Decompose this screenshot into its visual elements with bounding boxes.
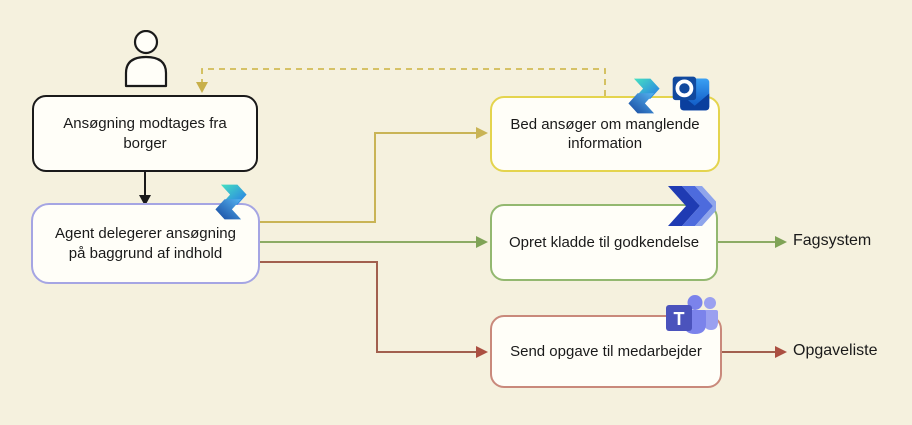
node-create-draft-label: Opret kladde til godkendelse [508,233,700,251]
teams-icon: T [666,295,718,334]
power-automate-icon [668,186,716,226]
node-application-received[interactable]: Ansøgning modtages fra borger [32,95,258,172]
connector-task-to-opgaveliste [722,346,787,358]
copilot-icon [215,184,247,220]
output-opgaveliste-label: Opgaveliste [793,342,878,359]
person-icon [124,30,168,88]
node-send-task-label: Send opgave til medarbejder [510,342,702,360]
outlook-icon [672,76,710,111]
node-ask-missing-info-label: Bed ansøger om manglende information [510,115,700,153]
output-fagsystem-label: Fagsystem [793,232,872,249]
connector-agent-to-ask [260,127,488,223]
connector-agent-to-draft [260,236,488,248]
node-application-received-label: Ansøgning modtages fra borger [63,115,227,152]
copilot-icon [628,78,660,114]
node-agent-delegates-label: Agent delegerer ansøgning på baggrund af… [55,225,236,262]
connector-draft-to-fagsystem [718,236,787,248]
connector-ask-to-received [196,68,606,96]
connector-agent-to-task [260,261,488,358]
svg-text:T: T [674,309,685,329]
connector-received-to-agent [139,172,151,206]
